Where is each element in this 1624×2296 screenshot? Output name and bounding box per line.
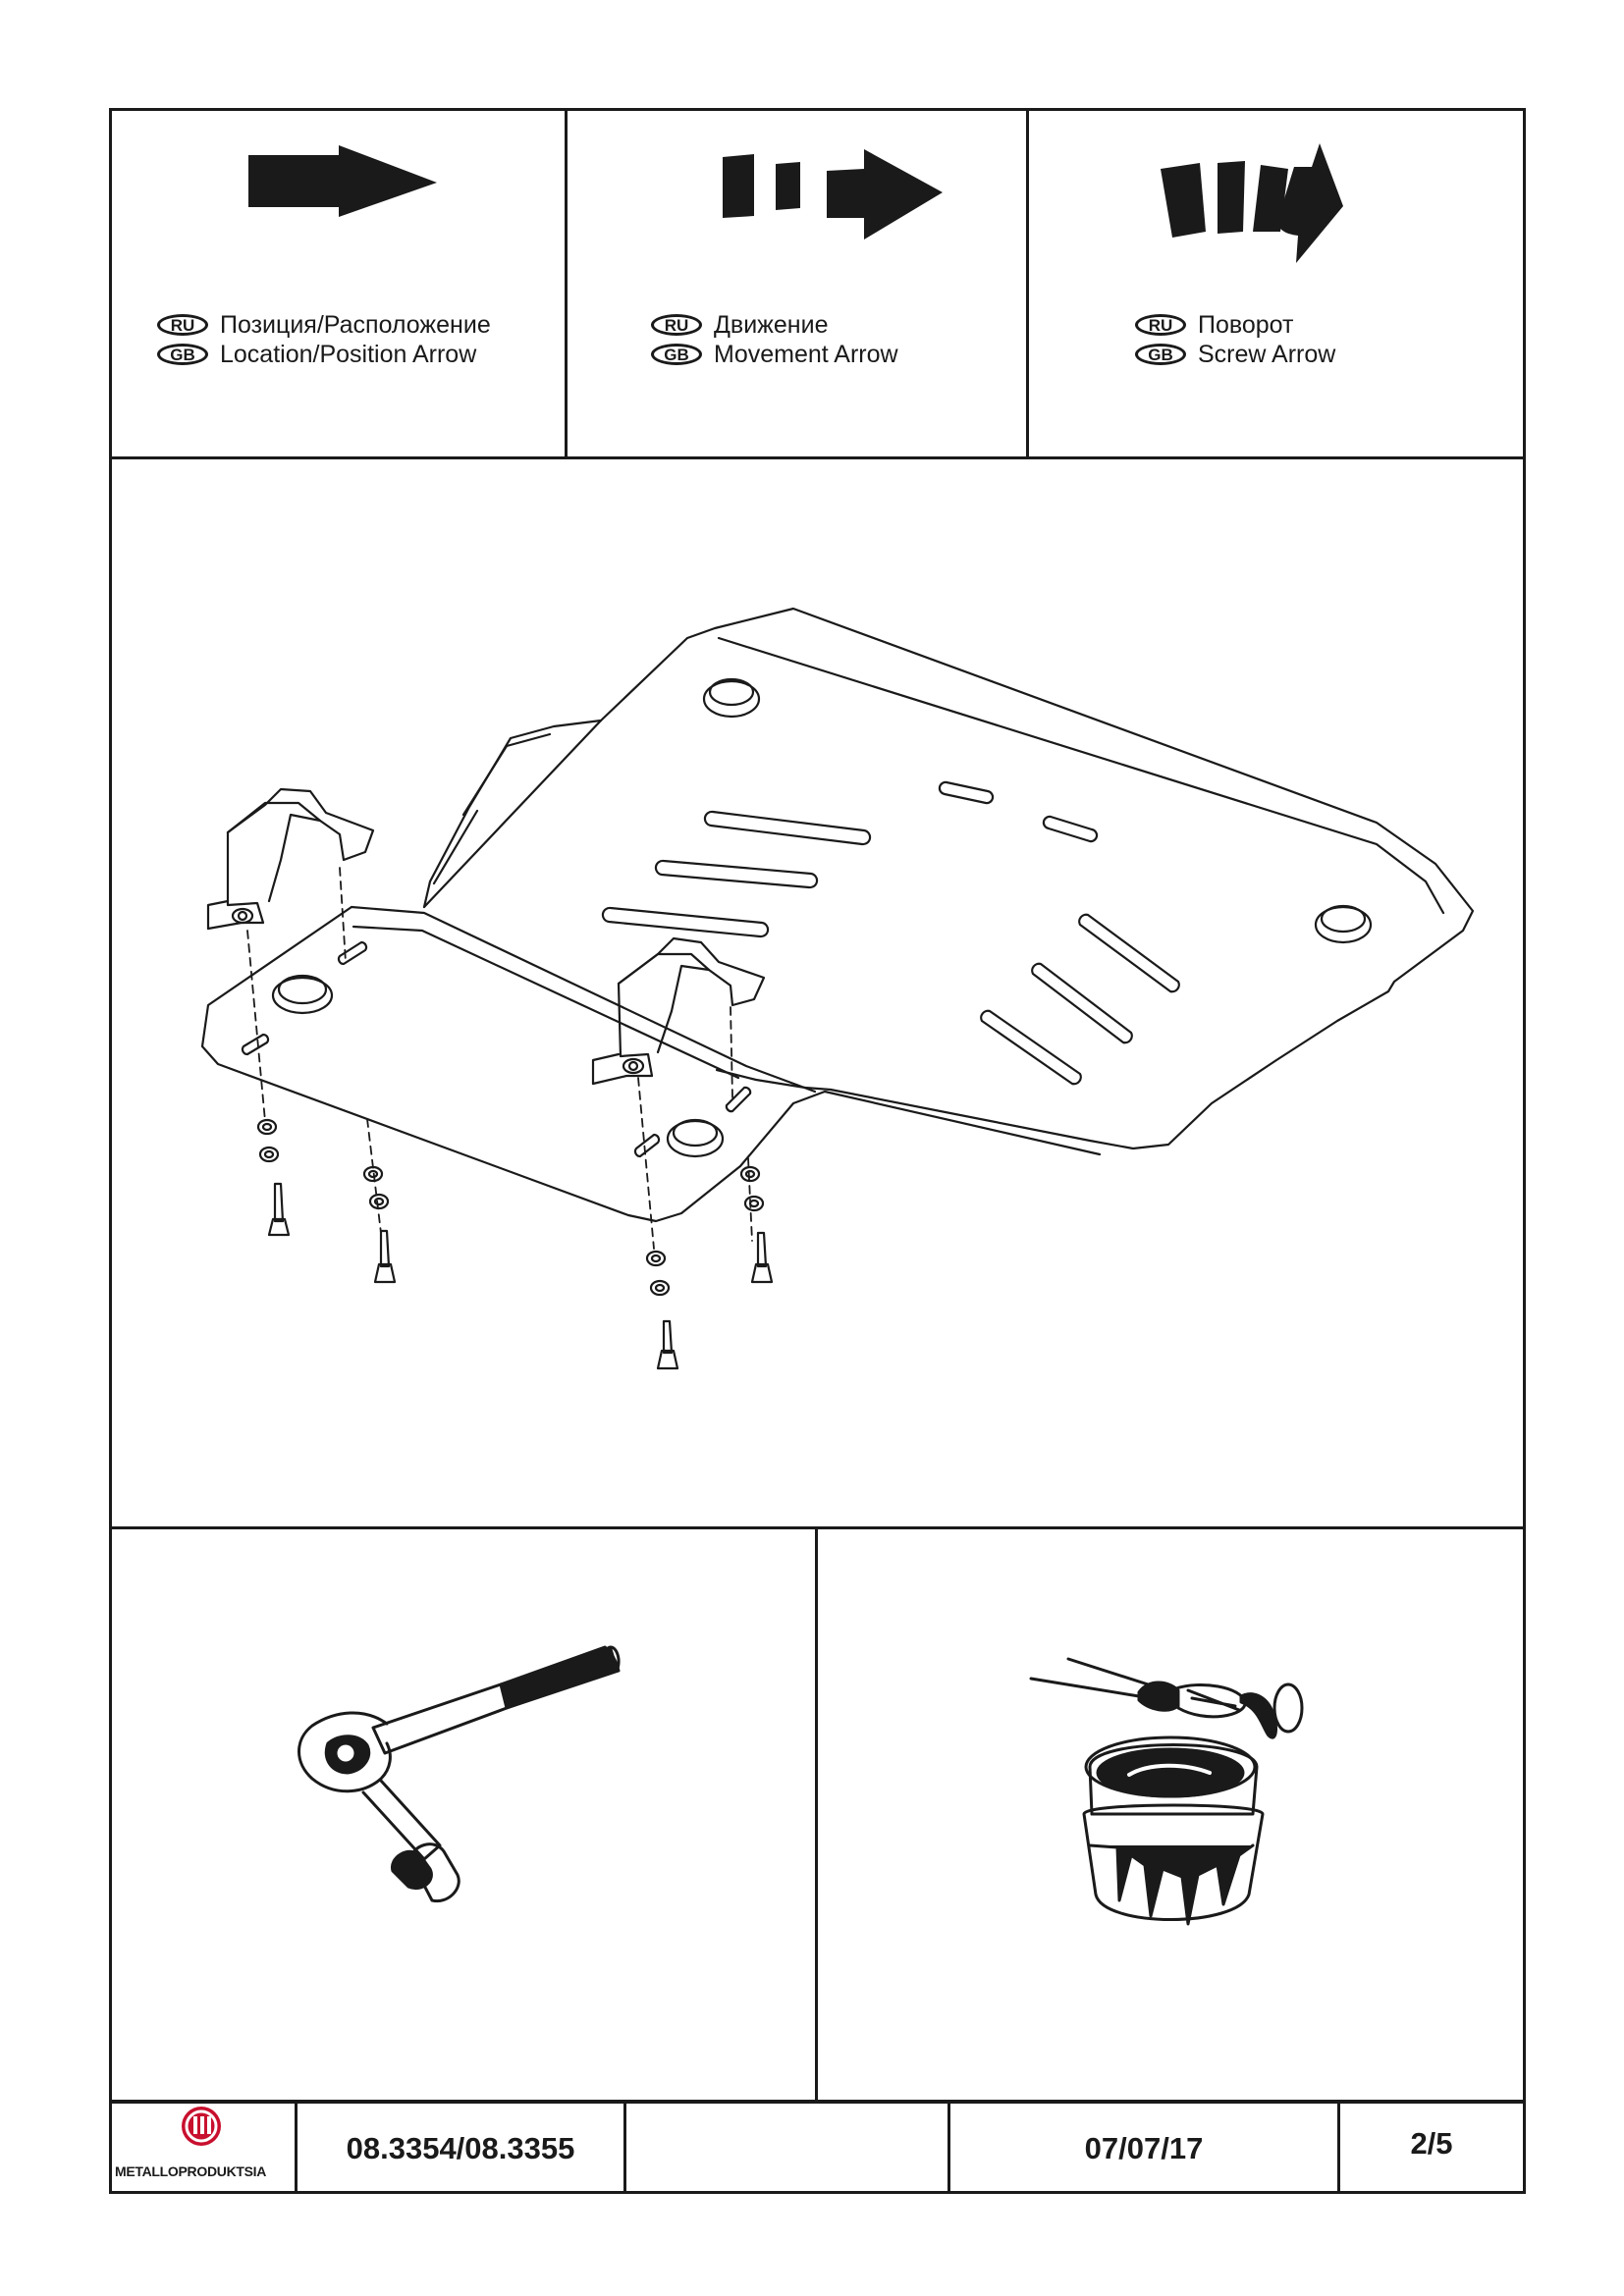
company-logo bbox=[182, 2107, 221, 2146]
legend-screw-ru: RU Поворот bbox=[1135, 310, 1294, 340]
page-number: 2/5 bbox=[1410, 2126, 1453, 2161]
tools-divider bbox=[815, 1526, 818, 2103]
footer-top-divider bbox=[109, 2100, 1526, 2104]
footer-divider-2 bbox=[623, 2100, 626, 2194]
movement-arrow-icon bbox=[723, 149, 943, 240]
legend-divider-1 bbox=[565, 108, 568, 458]
skid-plate-assembly-drawing bbox=[200, 607, 1475, 1370]
lang-badge-ru: RU bbox=[651, 314, 702, 336]
legend-label-gb: Location/Position Arrow bbox=[220, 340, 477, 368]
legend-location-ru: RU Позиция/Расположение bbox=[157, 310, 491, 340]
legend-label-ru: Позиция/Расположение bbox=[220, 310, 491, 339]
legend-label-ru: Поворот bbox=[1198, 310, 1294, 339]
footer-divider-1 bbox=[295, 2100, 298, 2194]
revision-date: 07/07/17 bbox=[1084, 2131, 1204, 2165]
legend-label-gb: Screw Arrow bbox=[1198, 340, 1336, 368]
page-frame bbox=[109, 108, 1526, 2194]
lang-badge-gb: GB bbox=[651, 344, 702, 365]
lang-badge-gb: GB bbox=[1135, 344, 1186, 365]
bolt-stack-1 bbox=[256, 1118, 291, 1237]
bolt-stack-4 bbox=[739, 1165, 774, 1284]
legend-label-gb: Movement Arrow bbox=[714, 340, 898, 368]
blank-field bbox=[626, 2104, 947, 2194]
legend-label-ru: Движение bbox=[714, 310, 829, 339]
location-arrow-icon bbox=[248, 145, 437, 217]
lang-badge-gb: GB bbox=[157, 344, 208, 365]
legend-movement-ru: RU Движение bbox=[651, 310, 828, 340]
legend-bottom-divider bbox=[109, 456, 1526, 459]
ratchet-wrench-icon bbox=[298, 1645, 621, 1903]
footer-divider-3 bbox=[947, 2100, 950, 2194]
legend-divider-2 bbox=[1026, 108, 1029, 458]
part-number: 08.3354/08.3355 bbox=[346, 2131, 575, 2165]
bolt-stack-2 bbox=[362, 1165, 397, 1284]
legend-screw-gb: GB Screw Arrow bbox=[1135, 340, 1335, 369]
footer-divider-4 bbox=[1337, 2100, 1340, 2194]
logo-text: METALLOPRODUKTSIA bbox=[115, 2163, 267, 2179]
legend-location-gb: GB Location/Position Arrow bbox=[157, 340, 476, 369]
screw-arrow-icon bbox=[1161, 143, 1343, 263]
legend-movement-gb: GB Movement Arrow bbox=[651, 340, 898, 369]
lang-badge-ru: RU bbox=[1135, 314, 1186, 336]
bolt-stack-3 bbox=[645, 1250, 679, 1370]
paint-can-brush-icon bbox=[1029, 1657, 1304, 1926]
lang-badge-ru: RU bbox=[157, 314, 208, 336]
